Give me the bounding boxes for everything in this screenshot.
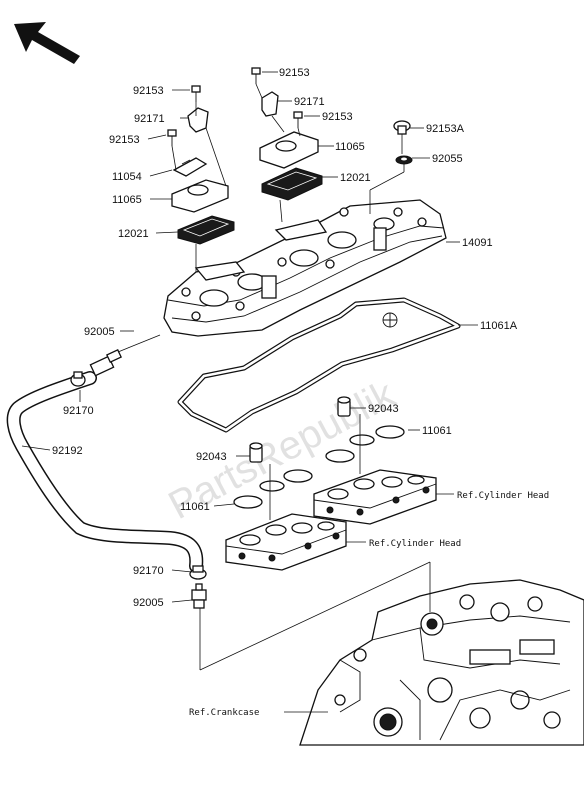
label-92171: 92171 xyxy=(134,113,165,125)
label-92153: 92153 xyxy=(109,134,140,146)
label-92043: 92043 xyxy=(196,451,227,463)
label-11054: 11054 xyxy=(112,171,142,183)
seal-12021-a xyxy=(177,215,235,245)
label-92055: 92055 xyxy=(432,153,463,165)
seal-12021-b xyxy=(261,167,323,201)
label-92153: 92153 xyxy=(133,85,164,97)
cam-cap-gasket-11061-right xyxy=(325,425,405,463)
label-14091: 14091 xyxy=(462,237,493,249)
dowel-92043-right xyxy=(337,396,351,417)
crankcase-drawing xyxy=(299,579,584,746)
label-11065: 11065 xyxy=(335,141,365,153)
label-11065: 11065 xyxy=(112,194,142,206)
label-92005: 92005 xyxy=(133,597,164,609)
label-11061: 11061 xyxy=(422,425,452,437)
label-92153: 92153 xyxy=(279,67,310,79)
bolt-92153-c xyxy=(251,67,261,84)
breather-hose-92192 xyxy=(6,371,204,573)
label-12021: 12021 xyxy=(118,228,149,240)
plate-11054 xyxy=(172,157,208,177)
label-92153: 92153 xyxy=(322,111,353,123)
ref-crankcase-label: Ref.Crankcase xyxy=(189,708,259,718)
arrow-up-left-icon xyxy=(14,22,80,64)
label-11061A: 11061A xyxy=(480,320,518,332)
fitting-92005-bottom xyxy=(191,583,207,609)
label-92005: 92005 xyxy=(84,326,115,338)
washer-92055 xyxy=(395,155,413,165)
label-92171: 92171 xyxy=(294,96,325,108)
bolt-92153-d xyxy=(293,111,303,128)
clamp-92171-b xyxy=(261,91,279,117)
cam-cap-gasket-11061-left xyxy=(233,469,313,509)
cylinder-head-cover-14091 xyxy=(163,199,447,337)
hose-clamp-92170-top xyxy=(70,371,86,387)
label-11061: 11061 xyxy=(180,501,210,513)
label-92043: 92043 xyxy=(368,403,399,415)
bolt-92153-a xyxy=(191,85,201,102)
camshaft-holder-right xyxy=(313,469,437,525)
ref-cylinder-head-label: Ref.Cylinder Head xyxy=(457,491,549,501)
label-12021: 12021 xyxy=(340,172,371,184)
hose-clamp-92170-bottom xyxy=(189,565,207,580)
bolt-92153-b xyxy=(167,129,177,146)
dowel-92043-left xyxy=(249,442,263,463)
label-92170: 92170 xyxy=(63,405,94,417)
label-92170: 92170 xyxy=(133,565,164,577)
head-cover-gasket-11061A xyxy=(177,297,461,433)
fitting-92005-top xyxy=(89,334,161,377)
label-92153A: 92153A xyxy=(426,123,465,135)
bolt-92153A xyxy=(393,120,411,135)
label-92192: 92192 xyxy=(52,445,83,457)
ref-cylinder-head-label: Ref.Cylinder Head xyxy=(369,539,461,549)
clamp-92171-a xyxy=(187,107,209,133)
cover-11065-b xyxy=(259,131,319,169)
camshaft-holder-left xyxy=(225,513,347,571)
cover-11065-a xyxy=(171,179,229,213)
